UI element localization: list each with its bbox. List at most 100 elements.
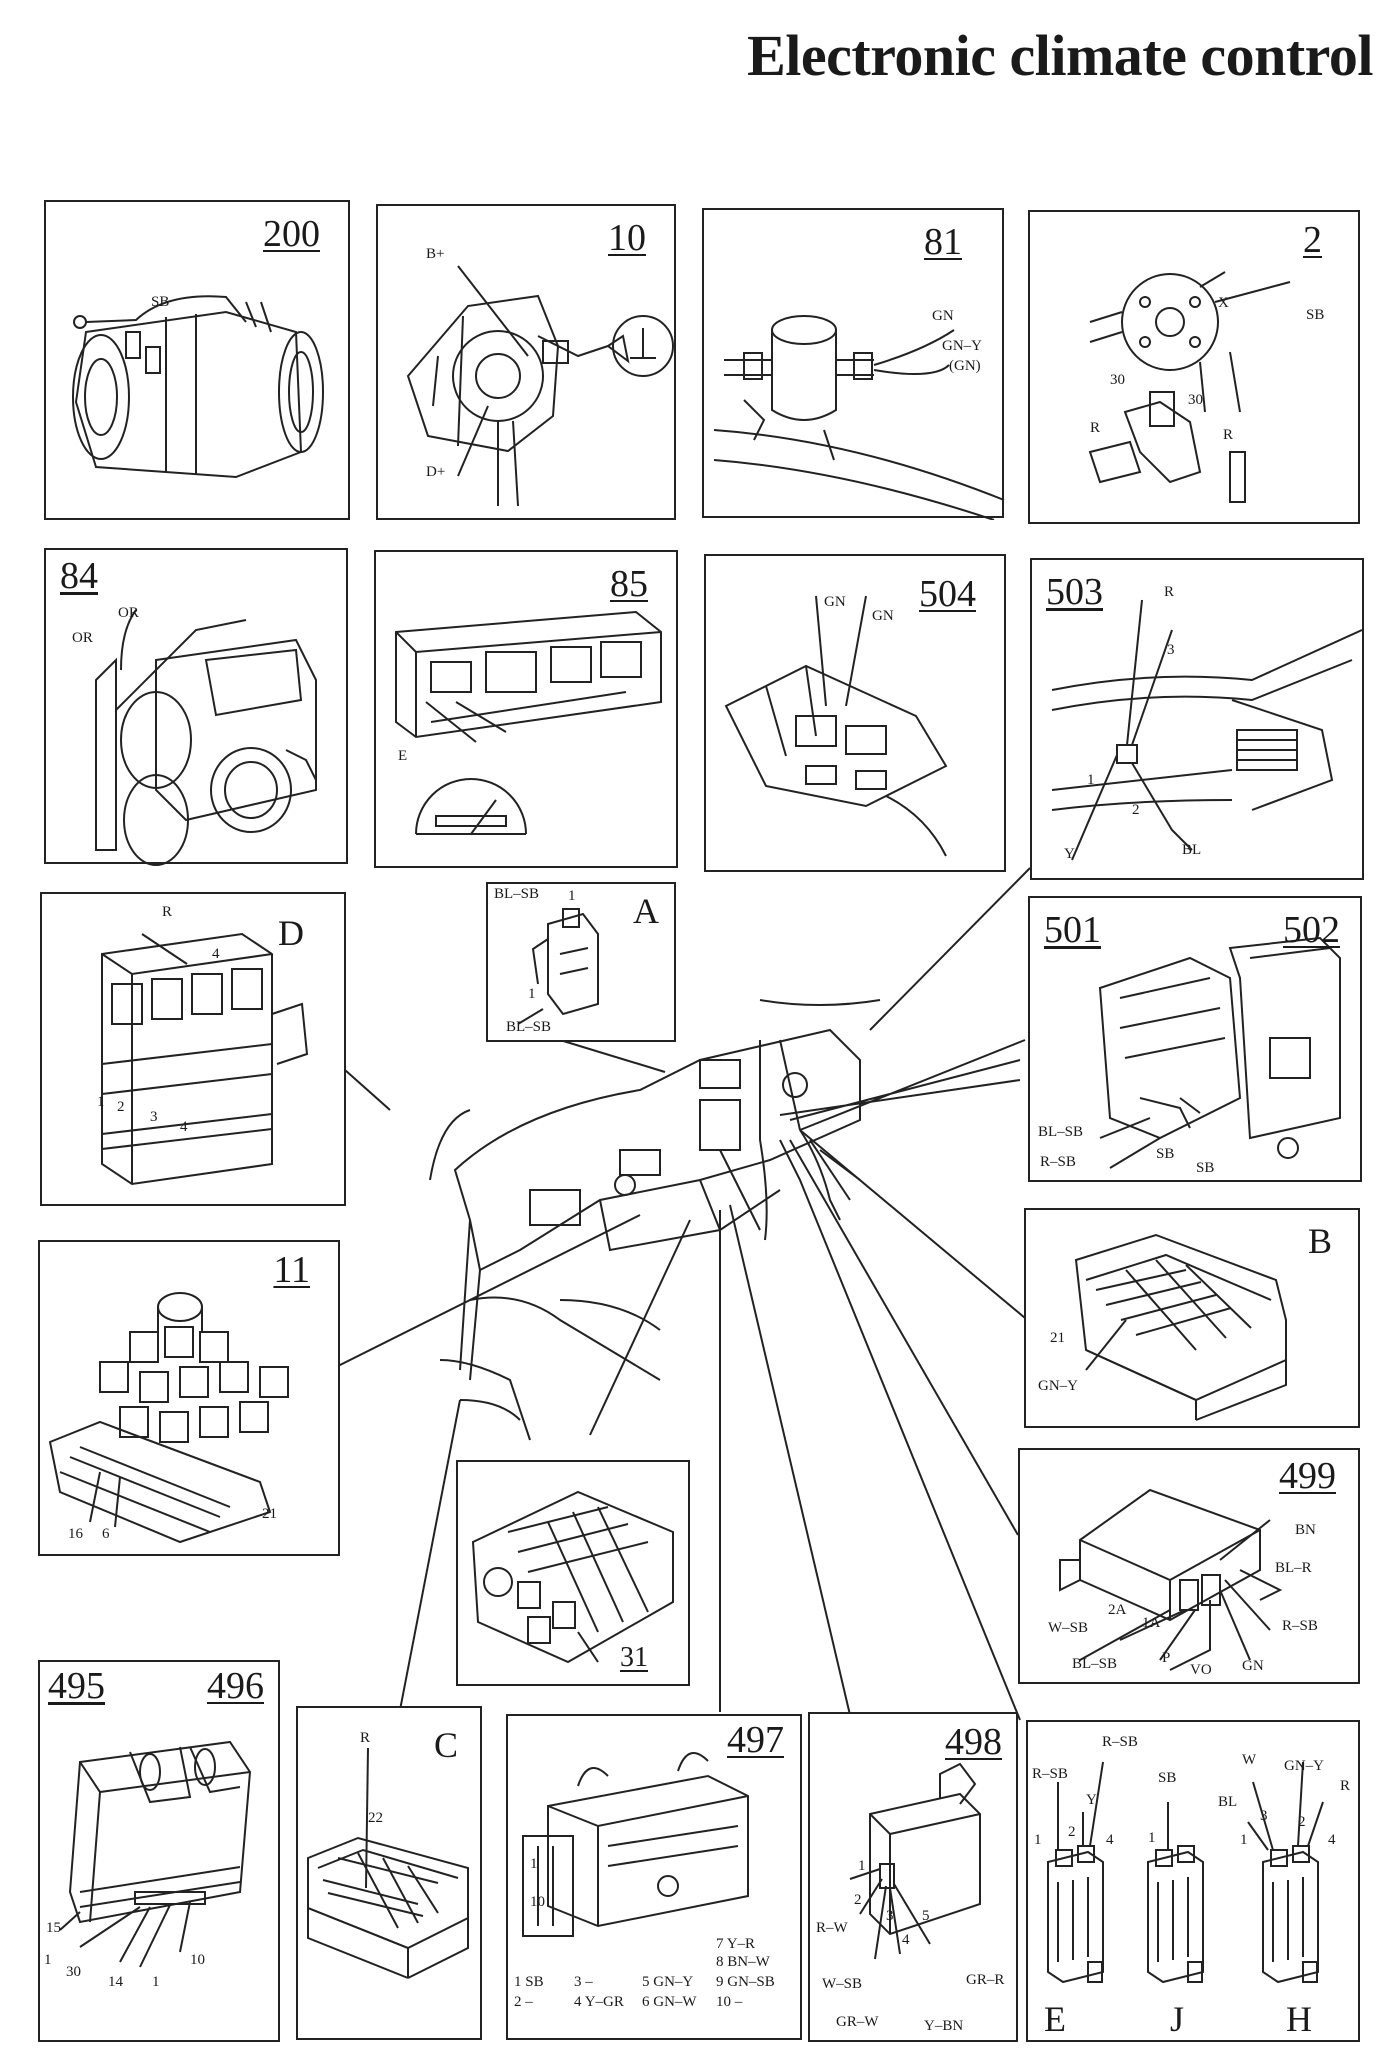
panel-2-switch: 2 X SB 30 30 R R <box>1028 210 1360 524</box>
pin-label: 15 <box>46 1920 61 1936</box>
wire-label: SB <box>1306 307 1325 323</box>
panel-number: 504 <box>919 573 976 615</box>
wire-label: BL–SB <box>1072 1656 1118 1672</box>
wire-label: R–W <box>816 1920 848 1936</box>
panel-number: 85 <box>610 563 648 605</box>
connector-label: E <box>398 748 408 764</box>
wire-label: SB <box>1158 1770 1177 1786</box>
panel-number: 84 <box>60 555 98 597</box>
pin-label: 22 <box>368 1810 383 1826</box>
legend-entry: 3 – <box>574 1974 593 1990</box>
wire-label: OR <box>72 630 93 646</box>
legend-entry: 2 – <box>514 1994 533 2010</box>
pin-label: 10 <box>190 1952 205 1968</box>
pin-label: 1 <box>1087 772 1095 788</box>
panel-number: 11 <box>273 1249 310 1291</box>
wire-label: BL <box>1218 1794 1238 1810</box>
panel-A-connector: A BL–SB 1 1 BL–SB <box>486 882 676 1042</box>
pin-label: X <box>1218 295 1229 311</box>
panel-number: 501 <box>1044 909 1101 951</box>
legend-entry: 1 SB <box>514 1974 544 1990</box>
wire-label: GN <box>872 608 894 624</box>
pin-label: 1 <box>530 1856 538 1872</box>
panel-letter: D <box>278 913 304 953</box>
panel-number: 499 <box>1279 1455 1336 1497</box>
panel-31-fuse-box: 31 <box>456 1460 690 1686</box>
pin-label: 30 <box>1110 372 1125 388</box>
pin-label: 1 <box>858 1858 866 1874</box>
panel-497-connector: 497 1 10 7 Y–R 8 BN–W 1 SB 3 – 5 GN–Y 9 … <box>506 1714 802 2040</box>
panel-letter: A <box>633 891 659 931</box>
panel-D-connector: D R 4 1 2 3 4 <box>40 892 346 1206</box>
panel-number: 496 <box>207 1665 264 1707</box>
pin-label: 6 <box>102 1526 110 1542</box>
wire-label: Y <box>1064 846 1075 862</box>
pin-label: 1 <box>152 1974 160 1990</box>
wire-label: GN–Y <box>1038 1378 1078 1394</box>
panel-number: 200 <box>263 213 320 255</box>
wire-label: R–SB <box>1040 1154 1076 1170</box>
wire-label: R <box>162 904 173 920</box>
pin-label: 3 <box>886 1908 894 1924</box>
pin-label: 1 <box>1034 1832 1042 1848</box>
wire-label: BL–R <box>1275 1560 1312 1576</box>
panel-200-compressor: 200 SB <box>44 200 350 520</box>
panel-85-instrument-cluster: 85 E <box>374 550 678 868</box>
wire-label: R <box>360 1730 371 1746</box>
wire-label: Y–BN <box>924 2018 964 2034</box>
panel-11-fuse-box: 11 16 6 21 <box>38 1240 340 1556</box>
wire-label: GR–W <box>836 2014 879 2030</box>
wire-label: BL–SB <box>506 1019 552 1035</box>
pin-label: 5 <box>922 1908 930 1924</box>
pin-label: 1 <box>528 986 536 1002</box>
wire-label: SB <box>1156 1146 1175 1162</box>
panel-number: 497 <box>727 1719 784 1761</box>
panel-C-connector: C R 22 <box>296 1706 482 2040</box>
connector-letter: J <box>1170 1999 1185 2039</box>
wire-label: R–SB <box>1032 1766 1068 1782</box>
wire-label: R <box>1340 1778 1351 1794</box>
panel-84-heater: 84 OR OR <box>44 548 348 866</box>
pin-label: 1 <box>568 888 576 904</box>
legend-entry: 4 Y–GR <box>574 1994 624 2010</box>
wire-label: W <box>1242 1752 1257 1768</box>
pin-label: 3 <box>150 1109 158 1125</box>
pin-label: 4 <box>1106 1832 1114 1848</box>
panel-81-sensor: 81 GN GN–Y (GN) <box>702 208 1005 520</box>
terminal-label: D+ <box>426 464 446 480</box>
wire-label: W–SB <box>822 1976 863 1992</box>
pin-label: 3 <box>1260 1808 1268 1824</box>
panel-499-control-module: 499 BN BL–R R–SB 2A 1A W–SB BL–SB P VO G… <box>1018 1448 1360 1684</box>
pin-label: 4 <box>902 1932 910 1948</box>
pin-label: 3 <box>1167 642 1175 658</box>
pin-label: 2 <box>1068 1824 1076 1840</box>
pin-label: 4 <box>1328 1832 1336 1848</box>
panel-EJH-connectors: E J H R–SB R–SB Y 1 2 4 SB 1 W GN–Y BL 3… <box>1026 1720 1360 2042</box>
wire-label: OR <box>118 605 139 621</box>
legend-entry: 9 GN–SB <box>716 1974 775 1990</box>
wire-label: R <box>1164 584 1175 600</box>
wire-label: R–SB <box>1102 1734 1138 1750</box>
pin-label: 14 <box>108 1974 123 1990</box>
pin-label: 1 <box>1148 1830 1156 1846</box>
pin-label: 21 <box>1050 1330 1065 1346</box>
wire-label: GN–Y <box>1284 1758 1324 1774</box>
panel-number: 502 <box>1283 909 1340 951</box>
panel-number: 495 <box>48 1665 105 1707</box>
connector-letter: E <box>1044 1999 1066 2039</box>
pin-label: 1 <box>97 1094 105 1110</box>
page-title: Electronic climate control <box>747 23 1373 88</box>
legend-entry: 6 GN–W <box>642 1994 697 2010</box>
pin-label: 10 <box>530 1894 545 1910</box>
panel-495-496-module: 495 496 15 1 30 14 1 10 <box>38 1660 280 2042</box>
wire-label: R <box>1223 427 1234 443</box>
wire-label: BL–SB <box>494 886 540 902</box>
panel-B-connector: B 21 GN–Y <box>1024 1208 1360 1428</box>
connector-letter: H <box>1286 1999 1312 2039</box>
pin-label: 1A <box>1142 1615 1161 1631</box>
legend-entry: 7 Y–R <box>716 1936 756 1952</box>
pin-label: 2 <box>1298 1814 1306 1830</box>
panel-504-control-panel: 504 GN GN <box>704 554 1006 872</box>
wire-label: SB <box>1196 1160 1215 1176</box>
